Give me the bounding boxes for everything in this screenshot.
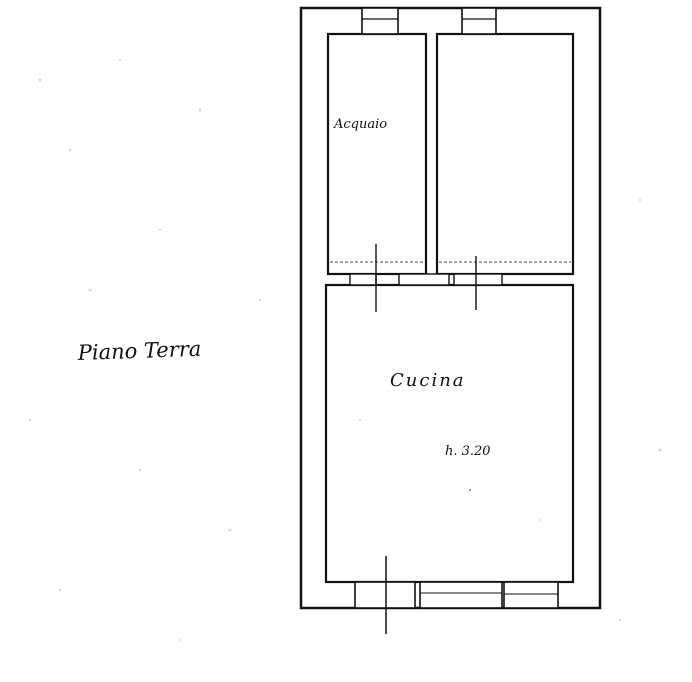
room-height-cucina: h. 3.20: [445, 444, 491, 459]
window-bottom-right: [503, 581, 559, 609]
room-label-acquaio: Acquaio: [333, 117, 387, 132]
window-top-right: [461, 7, 497, 35]
floor-label: Piano Terra: [76, 337, 201, 365]
door-acquaio: [349, 244, 377, 312]
room-top-right: [435, 32, 575, 276]
door-entrance: [354, 556, 416, 634]
wall-gap-center: [398, 273, 450, 286]
window-top-left: [361, 7, 399, 35]
room-label-cucina: Cucina: [390, 370, 466, 391]
door-top-right: [453, 256, 503, 310]
scan-noise: [29, 59, 661, 641]
room-cucina: [324, 283, 575, 584]
room-acquaio: [326, 32, 428, 276]
window-bottom-middle: [419, 581, 503, 609]
